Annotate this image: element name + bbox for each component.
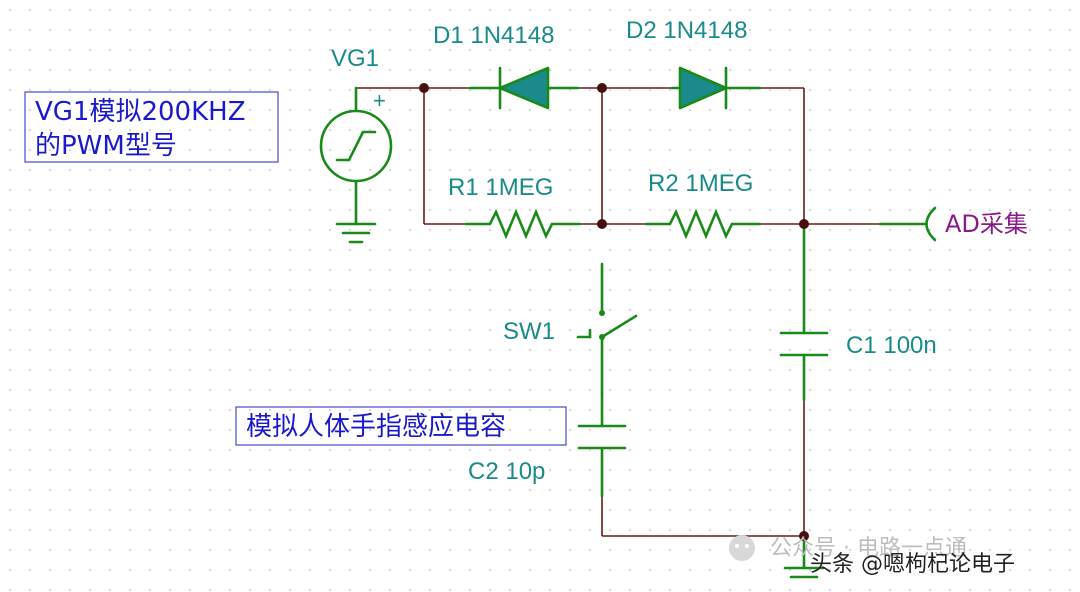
vg1-plus-sign: + [373, 88, 386, 113]
sw1-label: SW1 [503, 318, 555, 345]
r2-label: R2 1MEG [648, 170, 753, 197]
watermark-text-2: 头条 @嗯枸杞论电子 [810, 552, 1015, 577]
pwm-note-line1: VG1模拟200KHZ [35, 97, 246, 127]
pwm-note-box [24, 91, 279, 163]
junction-node [799, 531, 809, 541]
d1-label: D1 1N4148 [433, 22, 554, 49]
junction-node [597, 219, 607, 229]
sw1-switch-symbol [576, 262, 638, 394]
r1-label: R1 1MEG [448, 174, 553, 201]
c1-label: C1 100n [846, 332, 937, 359]
ground-symbol-bottom [783, 534, 825, 579]
r2-resistor-symbol [644, 208, 762, 240]
finger-note-box [235, 406, 567, 446]
junction-node [597, 83, 607, 93]
r1-resistor-symbol [464, 208, 582, 240]
ad-port-symbol [878, 206, 937, 242]
c2-label: C2 10p [468, 458, 545, 485]
finger-note-text: 模拟人体手指感应电容 [246, 412, 506, 442]
wechat-icon-eye [735, 544, 739, 548]
wechat-icon [729, 535, 755, 561]
c2-capacitor-symbol [577, 390, 627, 498]
pwm-note-line2: 的PWM型号 [35, 131, 177, 161]
ad-port-label: AD采集 [945, 210, 1028, 238]
ground-symbol-vg1 [335, 180, 377, 244]
junction-node [419, 83, 429, 93]
c1-capacitor-symbol [779, 222, 829, 402]
wire-vg1-top [355, 87, 424, 89]
vg1-source-symbol [319, 86, 393, 183]
vg1-label: VG1 [331, 45, 379, 72]
watermark-text-1: 公众号 · 电路一点通 [770, 536, 967, 561]
d1-diode-symbol [468, 66, 580, 110]
watermark: 公众号 · 电路一点通 头条 @嗯枸杞论电子 [729, 535, 1015, 577]
d2-label: D2 1N4148 [626, 17, 747, 44]
junctions [419, 83, 809, 541]
wires [355, 87, 880, 537]
d2-diode-symbol [670, 66, 762, 110]
wechat-icon-eye [745, 544, 749, 548]
junction-node [799, 219, 809, 229]
